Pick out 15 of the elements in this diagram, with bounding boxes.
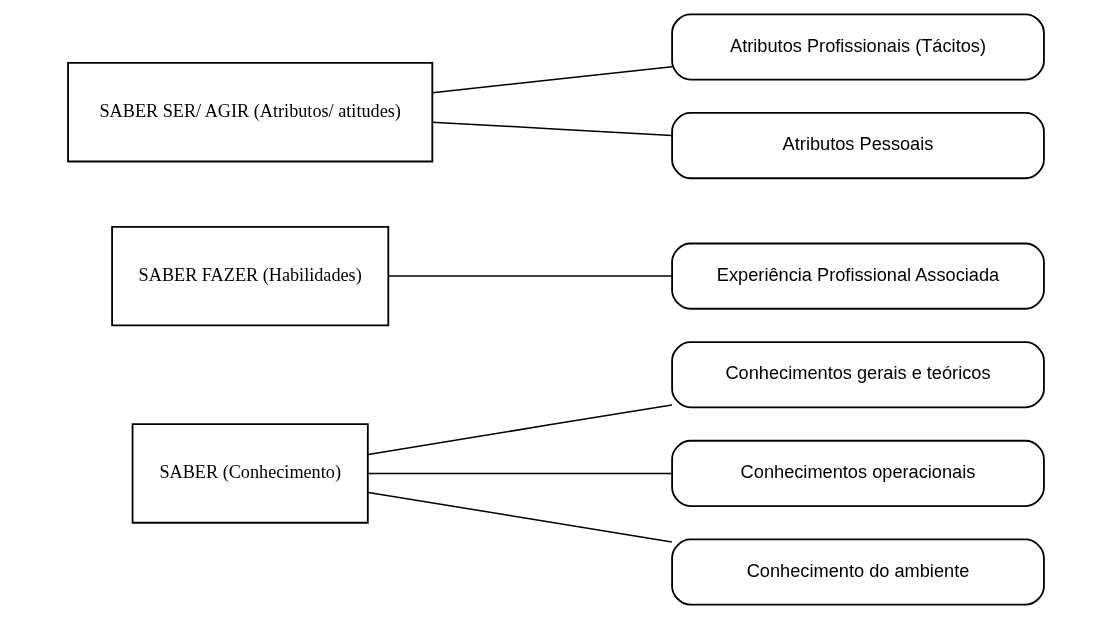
connector [387, 275, 672, 277]
node-box: Experiência Profissional Associada [670, 242, 1045, 310]
node-box: Atributos Profissionais (Tácitos) [670, 13, 1045, 81]
connector [431, 121, 673, 137]
connector [367, 491, 673, 543]
node-box: Conhecimentos operacionais [670, 439, 1045, 507]
node-box: SABER SER/ AGIR (Atributos/ atitudes) [66, 61, 433, 163]
connector [367, 472, 673, 475]
node-box: Conhecimentos gerais e teóricos [670, 341, 1045, 409]
connector [431, 66, 673, 94]
node-box: Conhecimento do ambiente [670, 538, 1045, 606]
node-box: SABER FAZER (Habilidades) [110, 225, 389, 327]
node-box: SABER (Conhecimento) [131, 423, 369, 524]
node-box: Atributos Pessoais [670, 112, 1045, 180]
connector [367, 404, 673, 456]
